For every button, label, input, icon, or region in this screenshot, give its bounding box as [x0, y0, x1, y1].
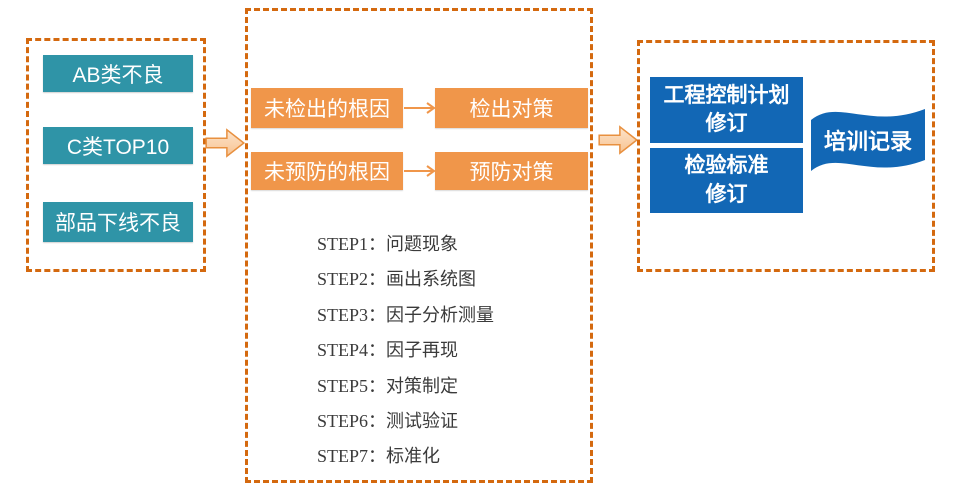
step-item-5: STEP5：对策制定 [317, 372, 587, 407]
flow-arrow-middle-to-right-icon [598, 125, 639, 155]
source-box-label: AB类不良 [72, 63, 164, 87]
step-text: 因子分析测量 [386, 304, 495, 325]
step-item-2: STEP2：画出系统图 [317, 265, 587, 300]
source-box-ab-defects: AB类不良 [43, 55, 193, 92]
step-number: STEP1： [317, 234, 387, 254]
step-item-3: STEP3：因子分析测量 [317, 301, 587, 336]
step-number: STEP4： [317, 340, 387, 361]
revision-box-line2: 修订 [705, 112, 748, 135]
middle-panel-analysis: 未检出的根因 检出对策 未预防的根因 预防对策 STEP1：问题现象 STEP2… [245, 8, 593, 483]
revision-box-control-plan: 工程控制计划 修订 [650, 77, 803, 143]
revision-box-line2: 修订 [705, 182, 748, 206]
action-box-label: 预防对策 [469, 161, 554, 184]
step-item-7: STEP7：标准化 [317, 442, 587, 477]
step-number: STEP2： [317, 269, 387, 290]
revision-box-line1: 工程控制计划 [663, 83, 790, 107]
step-number: STEP6： [317, 410, 387, 431]
step-number: STEP7： [317, 446, 387, 467]
flow-arrow-left-to-middle-icon [205, 128, 246, 158]
training-record-label: 培训记录 [823, 129, 912, 154]
step-text: 对策制定 [386, 375, 459, 396]
arrow-right-icon [404, 102, 436, 114]
action-box-prevention: 预防对策 [435, 152, 588, 190]
step-text: 标准化 [386, 446, 441, 467]
step-text: 问题现象 [386, 234, 459, 254]
cause-box-label: 未预防的根因 [264, 161, 390, 184]
source-box-label: 部品下线不良 [55, 212, 181, 235]
right-panel-outputs: 工程控制计划 修订 检验标准 修订 培训记录 [637, 40, 935, 272]
action-box-detection: 检出对策 [435, 88, 588, 128]
cause-box-undetected: 未检出的根因 [251, 88, 403, 128]
revision-box-line1: 检验标准 [684, 154, 769, 178]
source-box-label: C类TOP10 [66, 135, 170, 159]
source-box-offline-defects: 部品下线不良 [43, 202, 193, 242]
step-item-1: STEP1：问题现象 [317, 230, 587, 265]
source-box-c-top10: C类TOP10 [43, 127, 193, 164]
arrow-right-icon [404, 165, 436, 177]
step-number: STEP3： [317, 304, 387, 325]
step-item-4: STEP4：因子再现 [317, 336, 587, 371]
steps-list: STEP1：问题现象 STEP2：画出系统图 STEP3：因子分析测量 STEP… [317, 230, 587, 478]
revision-box-inspection-standard: 检验标准 修订 [650, 148, 803, 213]
step-text: 因子再现 [386, 340, 459, 361]
action-box-label: 检出对策 [469, 98, 554, 121]
step-item-6: STEP6：测试验证 [317, 407, 587, 442]
cause-box-unprevented: 未预防的根因 [251, 152, 403, 190]
step-text: 测试验证 [386, 410, 459, 431]
wave-flag-icon [811, 109, 925, 171]
left-panel-defect-sources: AB类不良 C类TOP10 部品下线不良 [26, 38, 206, 272]
step-text: 画出系统图 [386, 269, 477, 290]
cause-box-label: 未检出的根因 [264, 98, 390, 121]
training-record-flag: 培训记录 [808, 96, 928, 184]
step-number: STEP5： [317, 375, 387, 396]
